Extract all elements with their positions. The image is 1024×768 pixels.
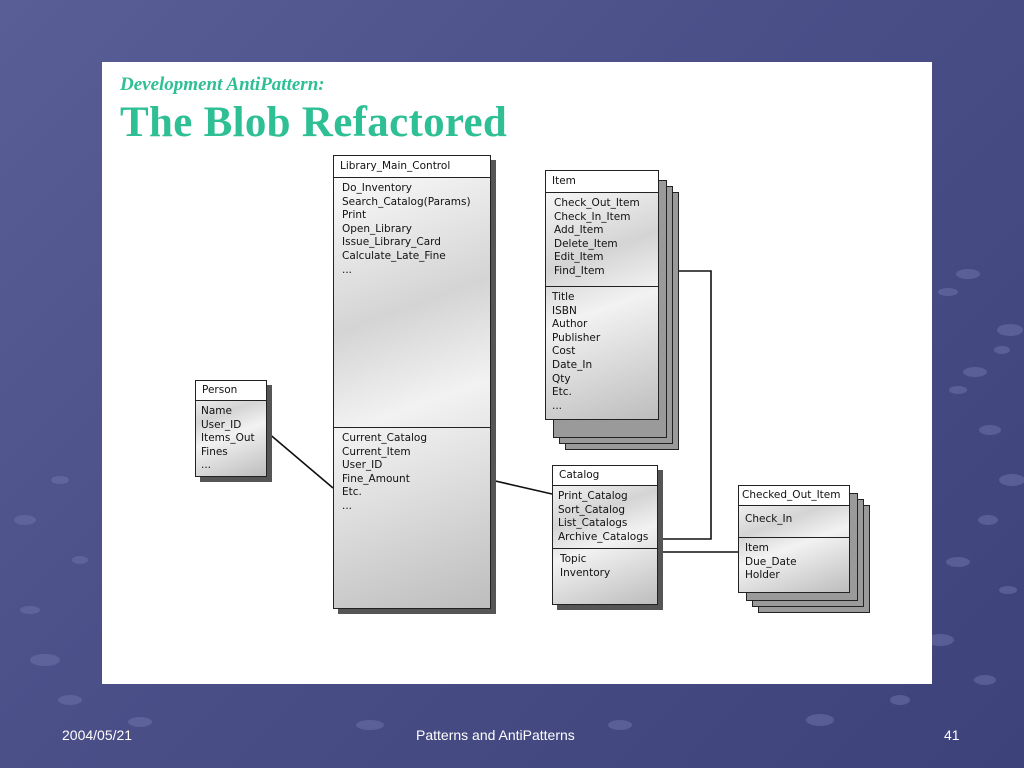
attributes-section: Topic Inventory bbox=[553, 549, 657, 580]
attribute-item: Fines bbox=[201, 445, 228, 458]
attribute-item: Cost bbox=[552, 345, 576, 358]
operation-item: Add_Item bbox=[554, 224, 604, 237]
footer-page-number: 41 bbox=[944, 727, 960, 743]
class-name: Person bbox=[196, 381, 266, 401]
attribute-item: Inventory bbox=[560, 566, 611, 579]
operation-item: List_Catalogs bbox=[558, 517, 628, 530]
attribute-item: ... bbox=[552, 399, 563, 412]
class-name: Library_Main_Control bbox=[334, 156, 490, 178]
attribute-item: ... bbox=[342, 499, 353, 512]
attribute-item: ... bbox=[201, 459, 212, 472]
attribute-item: User_ID bbox=[342, 459, 383, 472]
operation-item: Calculate_Late_Fine bbox=[342, 249, 446, 262]
attribute-item: Current_Catalog bbox=[342, 432, 428, 444]
attribute-item: Due_Date bbox=[745, 555, 797, 568]
operation-item: Edit_Item bbox=[554, 251, 604, 264]
operation-item: Sort_Catalog bbox=[558, 503, 626, 516]
operation-item: Do_Inventory bbox=[342, 182, 412, 194]
attributes-section: Name User_ID Items_Out Fines ... bbox=[196, 401, 266, 473]
attributes-section: Title ISBN Author Publisher Cost Date_In… bbox=[546, 287, 658, 413]
slide-canvas: Development AntiPattern: The Blob Refact… bbox=[102, 62, 932, 684]
operations-section: Check_Out_Item Check_In_Item Add_Item De… bbox=[546, 193, 658, 287]
slide-title: The Blob Refactored bbox=[120, 99, 508, 146]
operation-item: ... bbox=[342, 263, 353, 276]
operations-section: Do_Inventory Search_Catalog(Params) Prin… bbox=[334, 178, 490, 428]
class-name: Item bbox=[546, 171, 658, 193]
operations-section: Print_Catalog Sort_Catalog List_Catalogs… bbox=[553, 486, 657, 549]
attribute-item: Items_Out bbox=[201, 432, 255, 445]
class-checked-out-item: Checked_Out_Item Check_In Item Due_Date … bbox=[738, 485, 850, 593]
attribute-item: Topic bbox=[560, 553, 587, 565]
class-item: Item Check_Out_Item Check_In_Item Add_It… bbox=[545, 170, 659, 420]
class-library-main-control: Library_Main_Control Do_Inventory Search… bbox=[333, 155, 491, 609]
attribute-item: Author bbox=[552, 318, 588, 331]
operation-item: Find_Item bbox=[554, 264, 605, 277]
attribute-item: Etc. bbox=[342, 486, 362, 499]
slide-subtitle: Development AntiPattern: bbox=[120, 74, 325, 95]
operation-item: Archive_Catalogs bbox=[558, 530, 649, 543]
class-name: Catalog bbox=[553, 466, 657, 486]
attribute-item: Publisher bbox=[552, 331, 601, 344]
attribute-item: Item bbox=[745, 542, 769, 554]
operation-item: Open_Library bbox=[342, 222, 413, 235]
attribute-item: Etc. bbox=[552, 386, 572, 399]
operation-item: Search_Catalog(Params) bbox=[342, 195, 471, 208]
class-name: Checked_Out_Item bbox=[739, 486, 849, 506]
attribute-item: User_ID bbox=[201, 418, 242, 431]
attribute-item: Fine_Amount bbox=[342, 472, 410, 485]
person-library-link bbox=[266, 431, 334, 489]
attribute-item: Name bbox=[201, 405, 232, 417]
class-catalog: Catalog Print_Catalog Sort_Catalog List_… bbox=[552, 465, 658, 605]
attribute-item: Holder bbox=[745, 569, 780, 582]
library-catalog-link bbox=[490, 479, 553, 495]
footer-date: 2004/05/21 bbox=[62, 727, 133, 743]
attributes-section: Current_Catalog Current_Item User_ID Fin… bbox=[334, 428, 490, 514]
attributes-section: Item Due_Date Holder bbox=[739, 538, 849, 583]
operation-item: Check_Out_Item bbox=[554, 197, 640, 209]
operation-item: Print bbox=[342, 209, 367, 222]
footer-title: Patterns and AntiPatterns bbox=[416, 727, 575, 743]
attribute-item: Current_Item bbox=[342, 445, 411, 458]
operations-section: Check_In bbox=[739, 506, 849, 538]
operation-item: Print_Catalog bbox=[558, 490, 628, 502]
attribute-item: Title bbox=[552, 291, 575, 303]
association-lines bbox=[266, 270, 738, 553]
class-person: Person Name User_ID Items_Out Fines ... bbox=[195, 380, 267, 477]
operation-item: Delete_Item bbox=[554, 237, 618, 250]
attribute-item: Qty bbox=[552, 372, 571, 385]
attribute-item: Date_In bbox=[552, 358, 593, 371]
operation-item: Check_In_Item bbox=[554, 210, 631, 223]
operation-item: Check_In bbox=[745, 513, 793, 525]
attribute-item: ISBN bbox=[552, 304, 577, 317]
item-catalog-link bbox=[658, 270, 712, 540]
operation-item: Issue_Library_Card bbox=[342, 236, 441, 249]
